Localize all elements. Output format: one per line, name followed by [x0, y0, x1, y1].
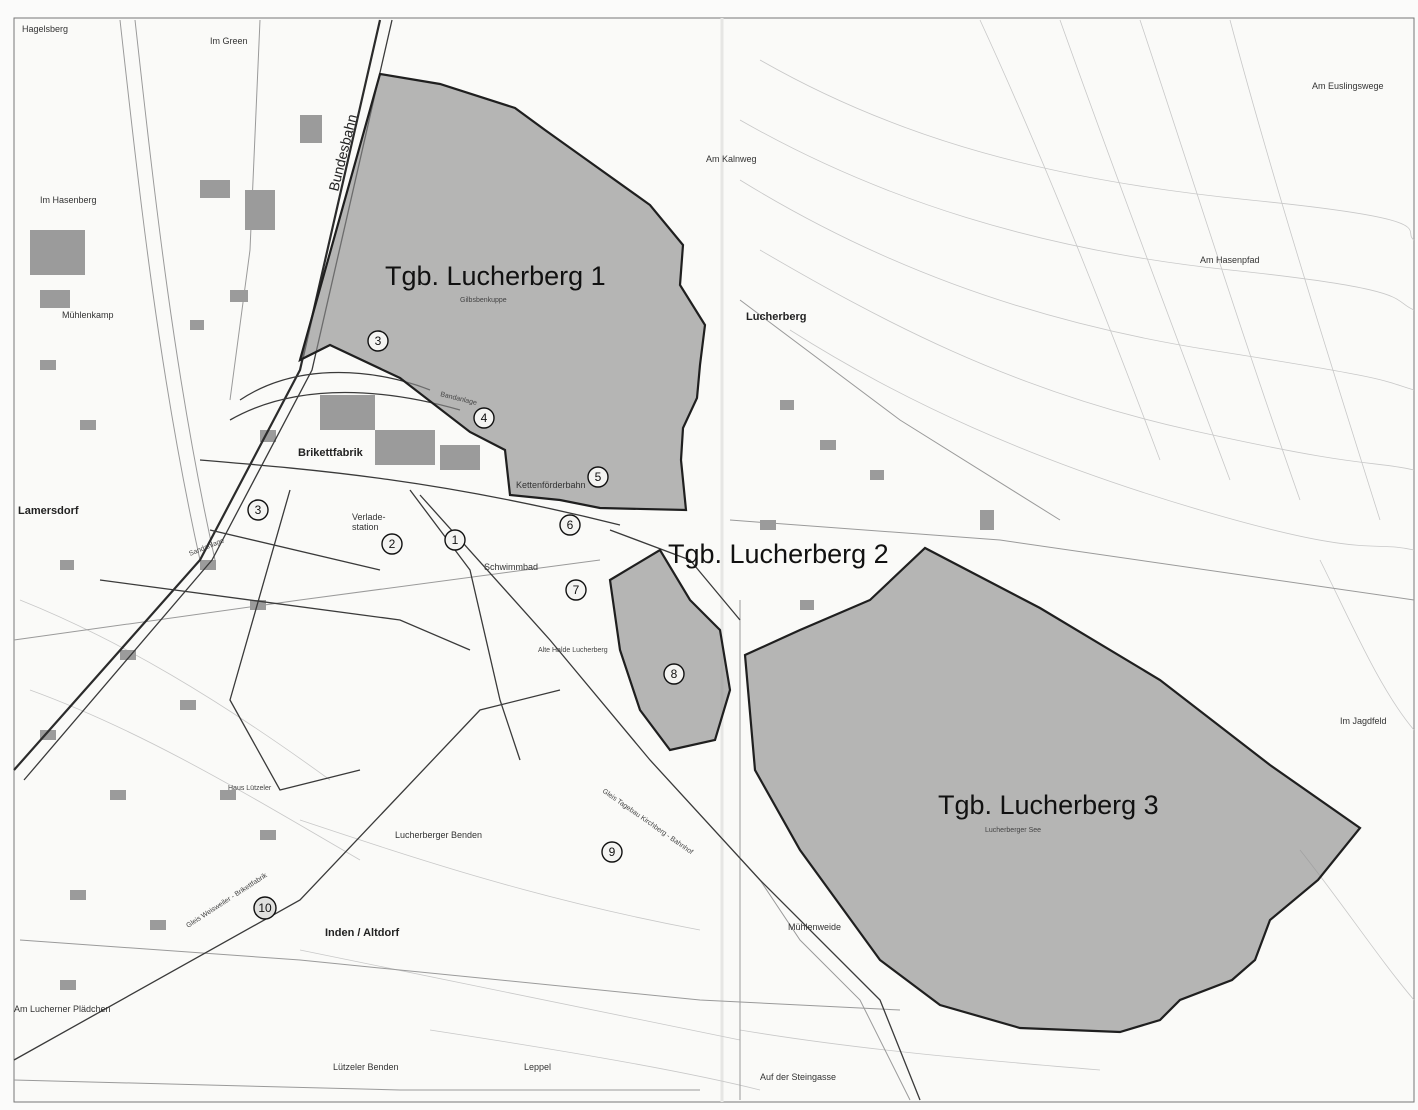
- marker-6[interactable]: 6: [559, 514, 581, 536]
- place-im-green: Im Green: [210, 36, 248, 46]
- pit-label-3: Tgb. Lucherberg 3: [938, 790, 1159, 820]
- place-lucherberg: Lucherberg: [746, 311, 807, 323]
- place-hagelsberg: Hagelsberg: [22, 24, 68, 34]
- label-verladestation: Verlade-station: [352, 512, 386, 532]
- pit-lucherberg-1[interactable]: [298, 72, 707, 512]
- place-inden-altdorf: Inden / Altdorf: [325, 927, 399, 939]
- place-luetzeler-benden: Lützeler Benden: [333, 1062, 399, 1072]
- svg-text:3: 3: [375, 334, 382, 348]
- roads: [13, 19, 1415, 1101]
- place-am-euslingswege: Am Euslingswege: [1312, 81, 1384, 91]
- svg-text:1: 1: [452, 533, 459, 547]
- marker-2[interactable]: 2: [381, 533, 403, 555]
- svg-text:7: 7: [573, 583, 580, 597]
- place-am-hasenpfad: Am Hasenpfad: [1200, 255, 1260, 265]
- pit-sublabel-1: Gilbsbenkuppe: [460, 297, 507, 304]
- place-muehlenweide: Mühlenweide: [788, 922, 841, 932]
- place-leppel: Leppel: [524, 1062, 551, 1072]
- marker-3-west[interactable]: 3: [247, 499, 269, 521]
- svg-text:10: 10: [258, 901, 272, 915]
- marker-3-north[interactable]: 3: [367, 330, 389, 352]
- place-am-kalnweg: Am Kalnweg: [706, 154, 757, 164]
- pit-label-2: Tgb. Lucherberg 2: [668, 539, 889, 569]
- svg-text:9: 9: [609, 845, 616, 859]
- svg-text:2: 2: [389, 537, 396, 551]
- place-haus-luetzeler: Haus Lützeler: [228, 785, 272, 792]
- marker-7[interactable]: 7: [565, 579, 587, 601]
- pit-label-1: Tgb. Lucherberg 1: [385, 261, 606, 291]
- svg-text:5: 5: [595, 470, 602, 484]
- place-lucherberger-benden: Lucherberger Benden: [395, 830, 482, 840]
- svg-text:8: 8: [671, 667, 678, 681]
- marker-10[interactable]: 10: [253, 896, 277, 920]
- svg-text:6: 6: [567, 518, 574, 532]
- label-kettenfoerderbahn: Kettenförderbahn: [516, 480, 586, 490]
- marker-4[interactable]: 4: [473, 407, 495, 429]
- contour-lines: [19, 19, 1415, 1091]
- pit-lucherberg-3[interactable]: [743, 546, 1362, 1034]
- place-im-jagdfeld: Im Jagdfeld: [1340, 716, 1387, 726]
- pit-lucherberg-2[interactable]: [608, 548, 732, 752]
- marker-8[interactable]: 8: [663, 663, 685, 685]
- place-muehlenkamp: Mühlenkamp: [62, 310, 114, 320]
- svg-text:4: 4: [481, 411, 488, 425]
- label-brikettfabrik: Brikettfabrik: [298, 447, 364, 459]
- place-am-lucherner-plaedchen: Am Lucherner Plädchen: [14, 1004, 111, 1014]
- place-im-hasenberg: Im Hasenberg: [40, 195, 97, 205]
- marker-9[interactable]: 9: [601, 841, 623, 863]
- place-lamersdorf: Lamersdorf: [18, 505, 79, 517]
- svg-text:3: 3: [255, 503, 262, 517]
- place-alte-halde: Alte Halde Lucherberg: [538, 647, 608, 654]
- pit-sublabel-3: Lucherberger See: [985, 827, 1041, 834]
- place-auf-der-steingasse: Auf der Steingasse: [760, 1072, 836, 1082]
- label-schwimmbad: Schwimmbad: [484, 562, 538, 572]
- marker-5[interactable]: 5: [587, 466, 609, 488]
- marker-1[interactable]: 1: [444, 529, 466, 551]
